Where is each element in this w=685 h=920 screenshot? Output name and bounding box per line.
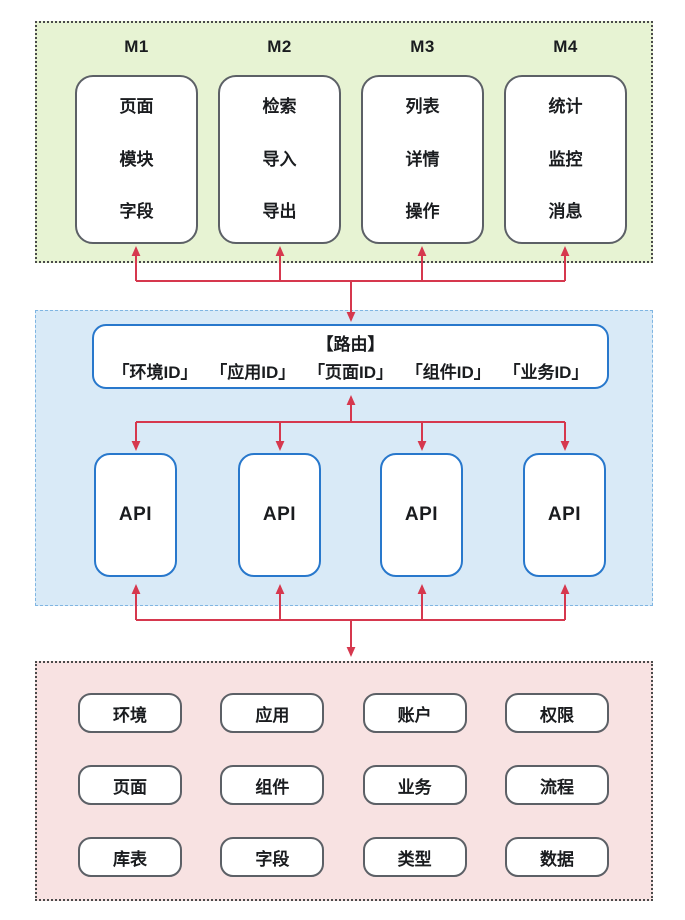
data-chip: 字段 — [220, 837, 325, 877]
module-item: 模块 — [119, 149, 154, 169]
module-column-m4: M4 统计 监控 消息 — [504, 36, 627, 261]
module-header: M2 — [267, 37, 292, 56]
module-item: 字段 — [119, 202, 154, 221]
api-box: API — [380, 453, 463, 577]
module-item: 检索 — [262, 97, 297, 116]
data-row: 页面 组件 业务 流程 — [78, 765, 609, 805]
router-ids: 「环境ID」 「应用ID」 「页面ID」 「组件ID」 「业务ID」 — [112, 363, 589, 382]
data-chip: 环境 — [78, 693, 182, 733]
module-box: 列表 详情 操作 — [361, 75, 484, 244]
module-item: 监控 — [548, 149, 583, 169]
api-box: API — [94, 453, 177, 577]
data-chip: 应用 — [220, 693, 325, 733]
data-chip: 流程 — [504, 765, 609, 805]
data-panel: 环境 应用 账户 权限 页面 组件 业务 流程 库表 字段 类型 数据 — [35, 661, 653, 901]
data-chip: 页面 — [78, 765, 182, 805]
data-row: 环境 应用 账户 权限 — [78, 693, 609, 733]
module-item: 导入 — [262, 149, 297, 169]
module-item: 导出 — [262, 202, 297, 221]
data-row: 库表 字段 类型 数据 — [78, 837, 609, 877]
module-item: 详情 — [405, 149, 440, 169]
data-chip: 数据 — [504, 837, 609, 877]
module-column-m2: M2 检索 导入 导出 — [218, 36, 341, 261]
api-box: API — [238, 453, 321, 577]
router-box: 【路由】 「环境ID」 「应用ID」 「页面ID」 「组件ID」 「业务ID」 — [92, 324, 609, 389]
data-chip: 权限 — [504, 693, 609, 733]
module-column-m1: M1 页面 模块 字段 — [75, 36, 198, 261]
data-chip: 业务 — [362, 765, 467, 805]
modules-panel: M1 页面 模块 字段 M2 检索 导入 导出 M3 列表 详情 操作 M4 — [35, 21, 653, 263]
module-item: 统计 — [548, 97, 583, 116]
module-item: 操作 — [405, 202, 440, 221]
module-box: 统计 监控 消息 — [504, 75, 627, 244]
data-chip: 类型 — [362, 837, 467, 877]
module-header: M1 — [124, 37, 149, 56]
module-column-m3: M3 列表 详情 操作 — [361, 36, 484, 261]
module-box: 页面 模块 字段 — [75, 75, 198, 244]
api-box: API — [523, 453, 606, 577]
data-chip: 库表 — [78, 837, 182, 877]
data-chip: 组件 — [220, 765, 325, 805]
module-box: 检索 导入 导出 — [218, 75, 341, 244]
module-header: M3 — [410, 37, 435, 56]
module-item: 页面 — [119, 97, 154, 116]
module-item: 消息 — [548, 202, 583, 221]
module-header: M4 — [553, 37, 578, 56]
router-title: 【路由】 — [316, 335, 385, 354]
module-item: 列表 — [405, 97, 440, 116]
router-panel: 【路由】 「环境ID」 「应用ID」 「页面ID」 「组件ID」 「业务ID」 … — [35, 310, 653, 606]
data-chip: 账户 — [362, 693, 467, 733]
